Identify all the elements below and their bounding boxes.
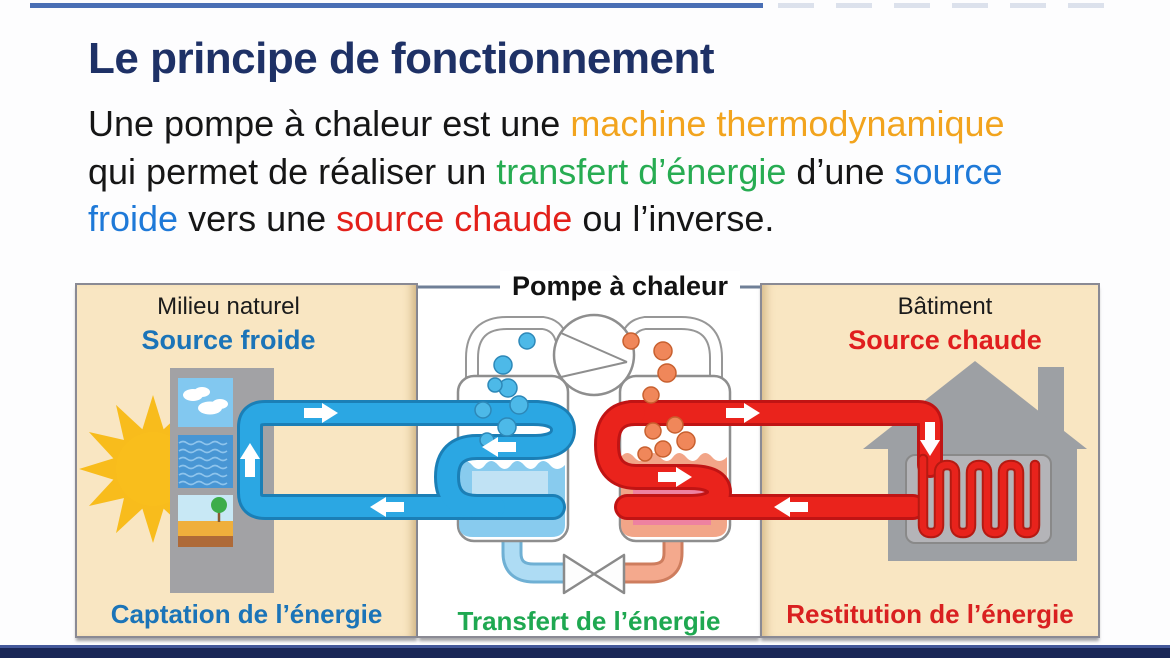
top-accent-line bbox=[30, 3, 763, 8]
energy-capture-label: Captation de l’énergie bbox=[110, 599, 383, 629]
intro-segment-cold-source: froide bbox=[88, 198, 179, 239]
bottom-bar bbox=[0, 645, 1170, 658]
intro-paragraph: Une pompe à chaleur est une machine ther… bbox=[88, 100, 1128, 243]
energy-transfer-label: Transfert de l’énergie bbox=[457, 606, 721, 636]
expansion-valve-icon bbox=[562, 553, 626, 595]
intro-segment: vers une bbox=[178, 198, 337, 239]
intro-segment-hot-source: source chaude bbox=[336, 198, 573, 239]
heat-pump-diagram: Milieu naturel Source froide Pompe à cha… bbox=[75, 271, 1100, 641]
intro-segment-source: source bbox=[894, 150, 1003, 192]
middle-panel-title: Pompe à chaleur bbox=[449, 271, 791, 302]
energy-restitution-label: Restitution de l’énergie bbox=[786, 599, 1074, 629]
intro-line-1: Une pompe à chaleur est une machine ther… bbox=[88, 103, 1005, 144]
compressor-icon bbox=[552, 313, 636, 397]
top-accent-dashes bbox=[778, 3, 1118, 8]
liquid-refrigerant-pipes bbox=[501, 520, 684, 584]
intro-segment: d’une bbox=[786, 150, 895, 192]
intro-segment-thermodynamic: machine thermodynamique bbox=[570, 103, 1005, 144]
page-title: Le principe de fonctionnement bbox=[88, 34, 715, 83]
intro-segment-energy-transfer: transfert d’énergie bbox=[496, 150, 787, 192]
cold-refrigerant-bubbles bbox=[474, 332, 536, 448]
cold-source-label: Source froide bbox=[141, 325, 316, 355]
intro-segment: qui permet de réaliser un bbox=[88, 150, 497, 192]
sky-image bbox=[178, 378, 233, 427]
intro-segment: ou l’inverse. bbox=[572, 198, 775, 239]
left-panel-title: Milieu naturel bbox=[157, 293, 300, 320]
water-image bbox=[178, 435, 233, 488]
right-panel-title: Bâtiment bbox=[897, 293, 993, 320]
intro-line-3: froide vers une source chaude ou l’inver… bbox=[88, 198, 774, 239]
intro-segment: Une pompe à chaleur est une bbox=[88, 103, 571, 144]
refrigerant-vapor-pipes bbox=[465, 316, 723, 408]
ground-image bbox=[178, 495, 233, 547]
hot-source-label: Source chaude bbox=[848, 325, 1042, 355]
middle-panel-title-text: Pompe à chaleur bbox=[499, 271, 741, 301]
intro-line-2: qui permet de réaliser un transfert d’én… bbox=[88, 151, 1003, 192]
hot-refrigerant-bubbles bbox=[622, 332, 696, 462]
radiator-coil bbox=[917, 453, 1041, 539]
